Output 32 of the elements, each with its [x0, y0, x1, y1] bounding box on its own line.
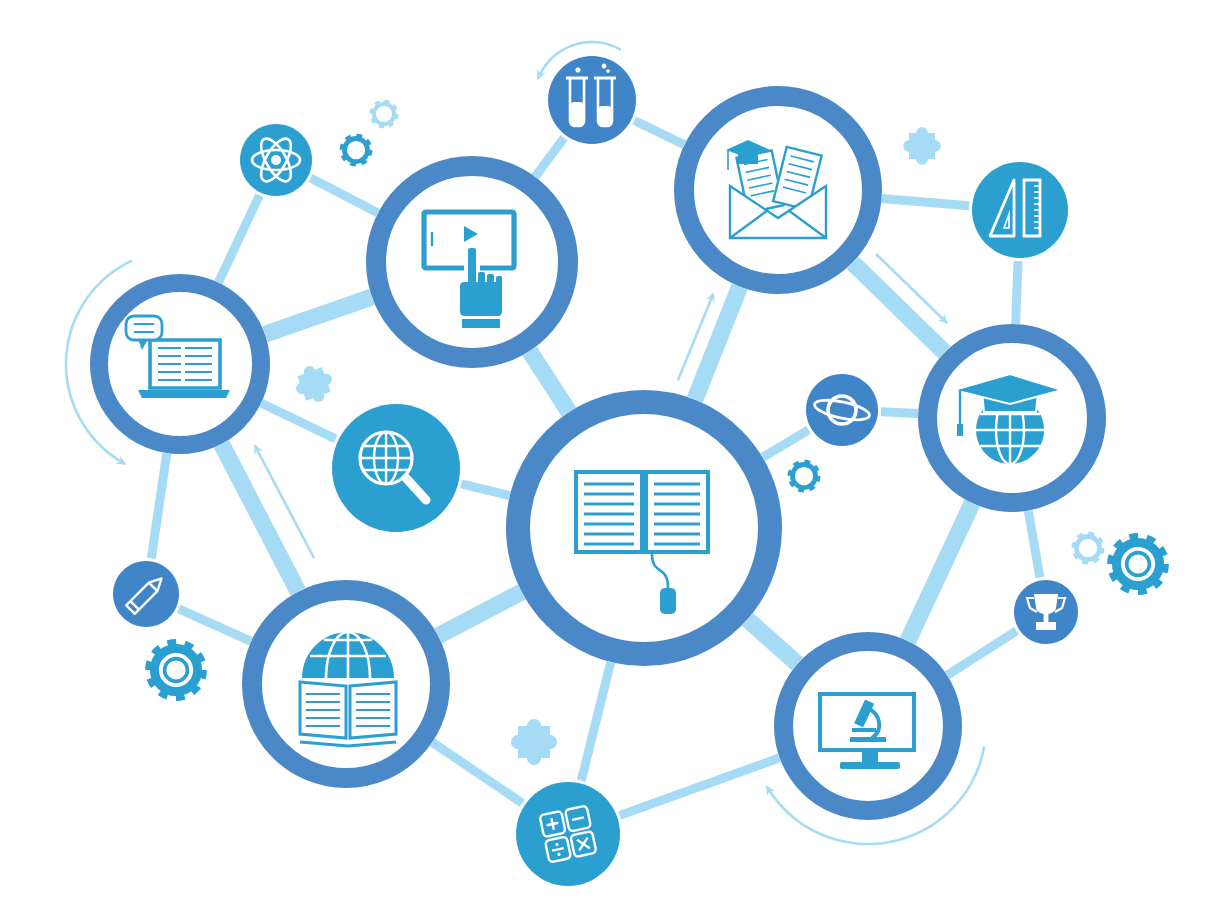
connector-line: [522, 346, 577, 417]
disc-node: [332, 404, 460, 532]
connector-line: [944, 627, 1019, 680]
disc-node: [516, 782, 620, 886]
connector-line: [881, 194, 970, 211]
connector-line: [308, 174, 381, 218]
connector-line: [531, 135, 568, 180]
connector-line: [214, 193, 264, 285]
connector-line: [146, 452, 172, 560]
connector-line: [632, 116, 687, 149]
connector-line: [460, 479, 511, 500]
connector-line: [1023, 509, 1045, 579]
connector-line: [1011, 260, 1023, 325]
connector-line: [618, 753, 782, 820]
connector-line: [434, 584, 526, 644]
connector-line: [429, 738, 525, 807]
connector-line: [846, 256, 951, 359]
disc-node: [113, 561, 179, 627]
connector-line: [259, 399, 338, 443]
disc-node: [240, 124, 312, 196]
connector-line: [741, 613, 804, 671]
connector-line: [900, 499, 980, 645]
connector-line: [213, 440, 306, 596]
connector-line: [686, 283, 748, 403]
connector-line: [177, 604, 253, 646]
disc-node: [972, 162, 1068, 258]
connector-line: [760, 426, 811, 462]
disc-node: [806, 374, 878, 446]
connector-line: [262, 288, 375, 343]
connector-line: [880, 407, 919, 419]
ring-node: [774, 632, 962, 820]
connector-line: [576, 660, 616, 782]
